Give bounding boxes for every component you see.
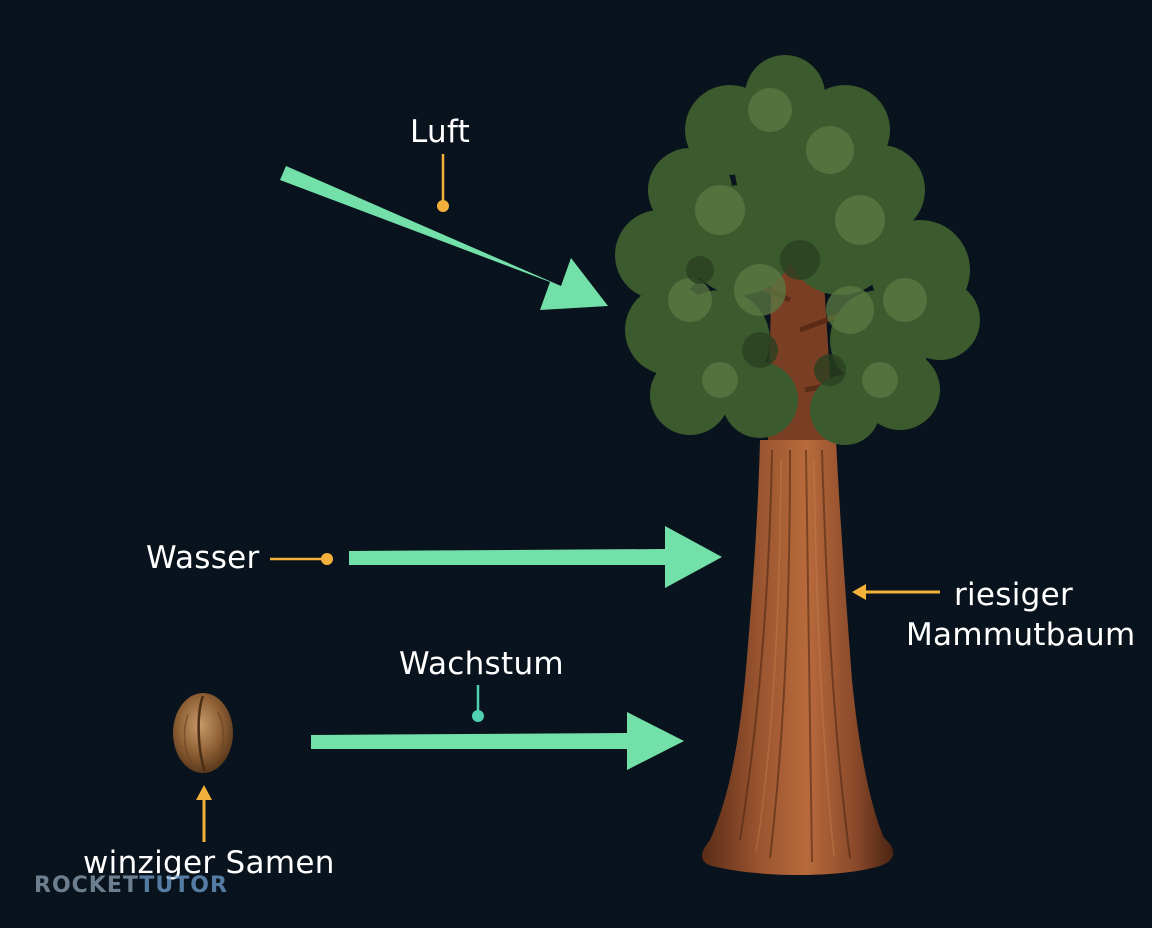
tree-label: riesiger Mammutbaum — [906, 575, 1136, 655]
seed-label: winziger Samen — [83, 845, 335, 881]
water-arrow — [349, 526, 722, 588]
watermark-part2: TUTOR — [139, 873, 228, 898]
air-arrow — [280, 166, 608, 310]
tree-label-line1: riesiger — [953, 577, 1074, 613]
seed-pointer-arrow — [196, 785, 212, 842]
watermark-part1: ROCKET — [34, 873, 140, 898]
tree-pointer-arrow — [852, 584, 940, 600]
growth-arrow — [311, 712, 684, 770]
sequoia-tree-icon — [615, 55, 980, 875]
watermark-logo: ROCKETTUTOR — [34, 873, 228, 898]
air-label: Luft — [410, 114, 471, 150]
growth-connector — [472, 685, 484, 722]
growth-label: Wachstum — [399, 646, 564, 682]
water-label: Wasser — [146, 540, 260, 576]
tree-label-line2: Mammutbaum — [906, 617, 1136, 653]
seed-icon — [173, 693, 233, 773]
air-connector — [437, 154, 449, 212]
water-connector — [270, 553, 333, 565]
